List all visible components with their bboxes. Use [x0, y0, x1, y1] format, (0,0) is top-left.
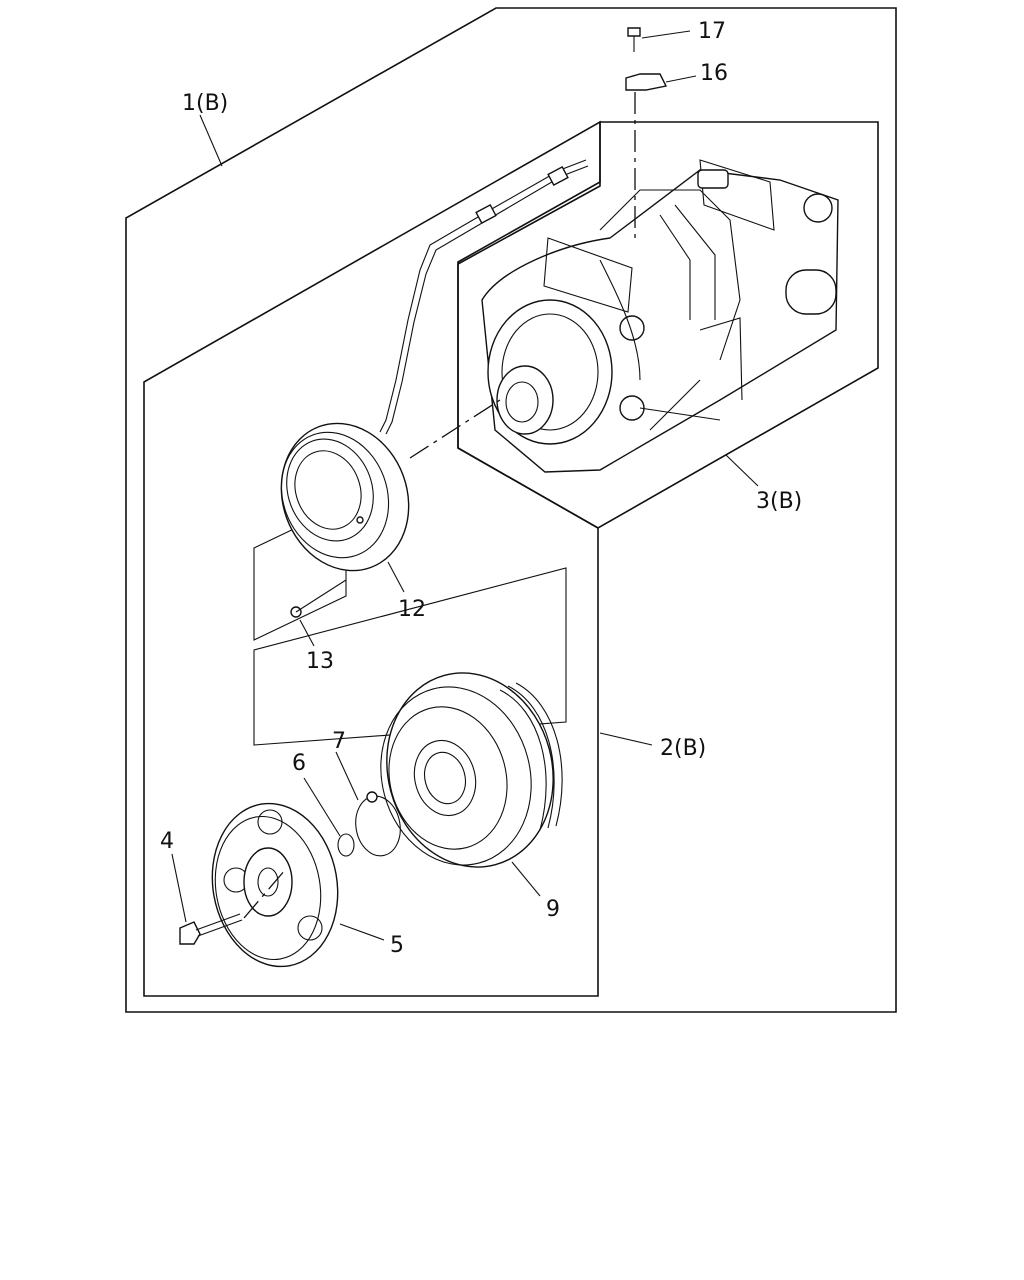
- compressor-body: [481, 159, 839, 473]
- callout-4: 4: [160, 829, 174, 854]
- callout-3: 3(B): [756, 489, 802, 514]
- frame-subassembly-pulley: [253, 567, 567, 746]
- sensor-wire: [379, 159, 589, 435]
- callout-17: 17: [698, 19, 726, 44]
- callout-2: 2(B): [660, 736, 706, 761]
- centerline-bolt: [243, 869, 286, 919]
- callout-12: 12: [398, 597, 426, 622]
- screw-17: [627, 27, 641, 52]
- bolt-4: [179, 913, 243, 945]
- shim-6: [337, 833, 355, 857]
- pulley-9: [380, 672, 563, 868]
- callout-1: 1(B): [182, 91, 228, 116]
- frame-assembly-1: [125, 7, 897, 1013]
- armature-5: [211, 802, 339, 968]
- clip-16: [625, 73, 668, 91]
- frame-assembly-3: [457, 121, 879, 529]
- centerline-coil: [409, 399, 501, 459]
- callout-13: 13: [306, 649, 334, 674]
- callout-16: 16: [700, 61, 728, 86]
- snap-ring-7: [355, 791, 401, 857]
- callout-9: 9: [546, 897, 560, 922]
- callout-7: 7: [332, 729, 346, 754]
- callout-5: 5: [390, 933, 404, 958]
- coil-12: [280, 422, 410, 572]
- screw-13: [290, 579, 347, 618]
- leader-lines: [171, 30, 759, 941]
- callout-6: 6: [292, 751, 306, 776]
